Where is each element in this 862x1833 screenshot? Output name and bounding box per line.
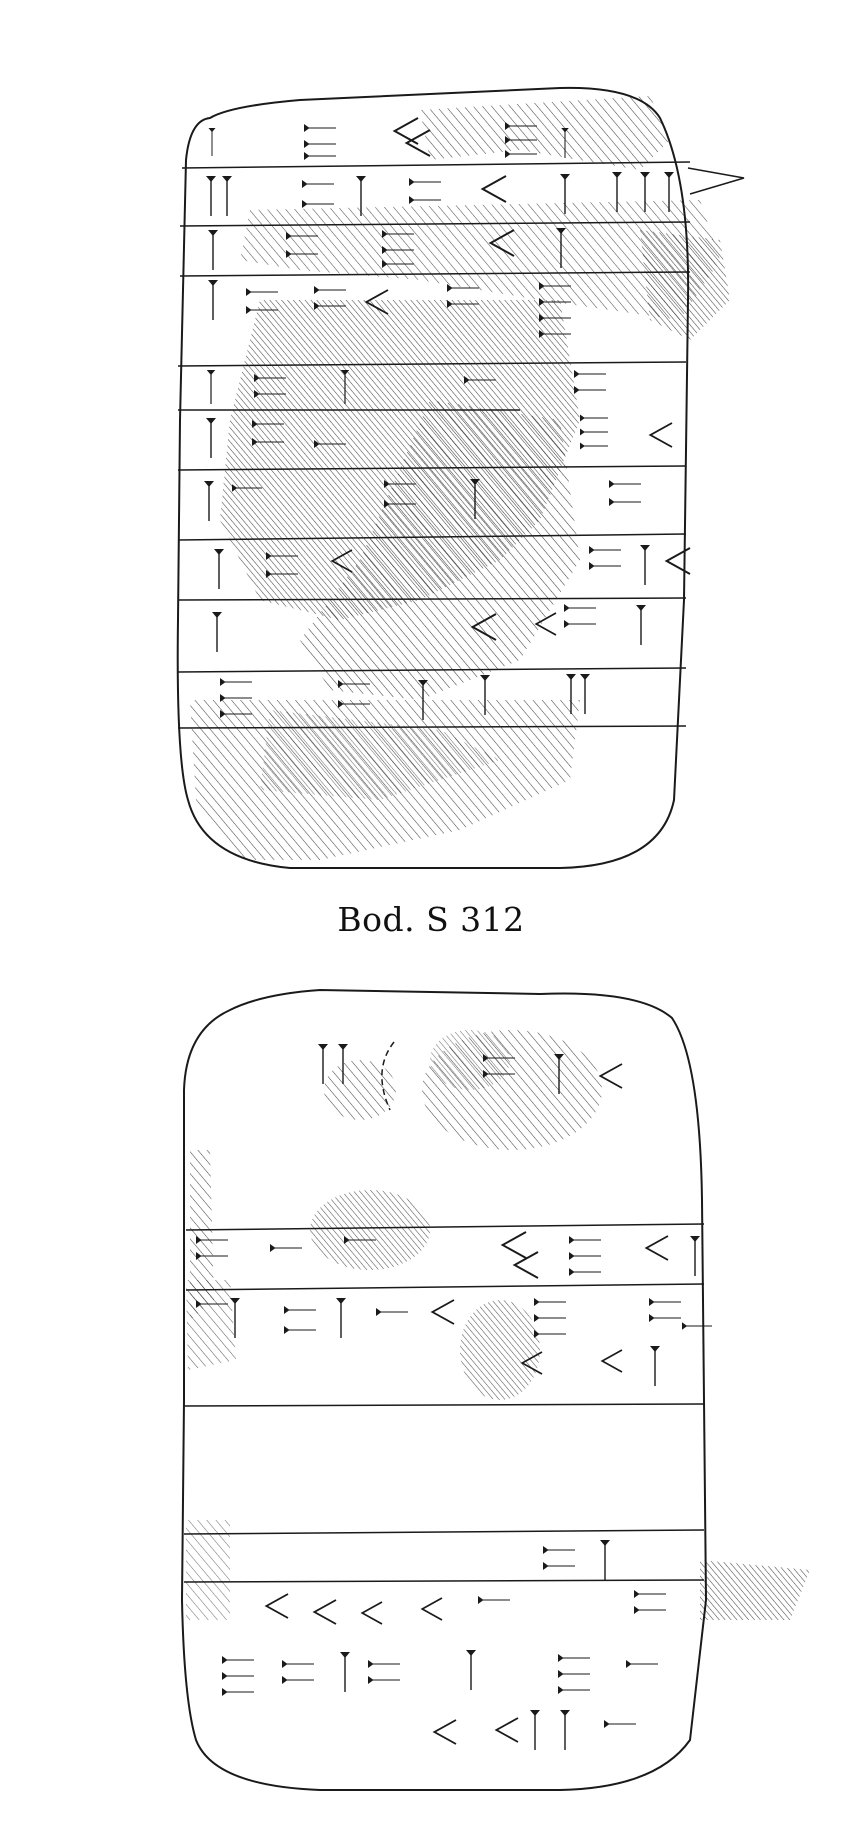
figure-caption: Bod. S 312 bbox=[337, 900, 525, 939]
tablet-obverse bbox=[176, 86, 745, 869]
tablet-reverse bbox=[180, 988, 810, 1791]
tablet-outline-reverse bbox=[180, 988, 708, 1791]
damage-hatching-reverse bbox=[186, 1030, 810, 1620]
edge-wedge-obverse bbox=[687, 167, 745, 195]
ruling-lines-reverse bbox=[183, 1223, 705, 1583]
restoration-arc bbox=[381, 1041, 395, 1111]
ruling-lines-obverse bbox=[177, 161, 691, 729]
